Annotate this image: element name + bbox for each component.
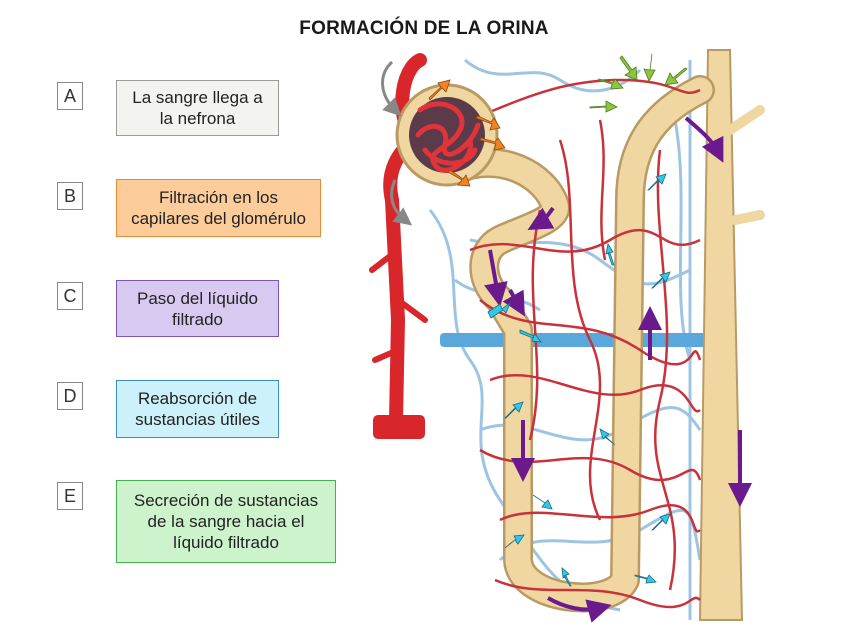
peritubular-capillaries [469,78,702,609]
step-b-label: Filtración en los capilares del glomérul… [116,179,321,237]
collecting-duct-branch [725,105,765,225]
blood-out-arrow [390,179,413,226]
filtration-arrows [428,79,506,187]
step-c-label: Paso del líquido filtrado [116,280,279,337]
collecting-duct [698,49,744,621]
step-b-letter: B [57,182,83,210]
diagram-title: FORMACIÓN DE LA ORINA [299,18,549,39]
step-e-letter: E [57,482,83,510]
reabsorption-arrows [487,173,671,587]
blood-in-arrow [381,60,402,117]
step-a-letter: A [57,82,83,110]
step-e-label: Secreción de sustancias de la sangre hac… [116,480,336,563]
step-d-letter: D [57,382,83,410]
nephron-illustration [369,49,765,623]
secretion-arrows [589,53,688,113]
interlobar-vein [440,333,720,347]
step-d-label: Reabsorción de sustancias útiles [116,380,279,438]
glomerulus [395,83,499,187]
step-a-label: La sangre llega a la nefrona [116,80,279,136]
filtrate-flow-arrows [484,116,752,623]
step-c-letter: C [57,282,83,310]
